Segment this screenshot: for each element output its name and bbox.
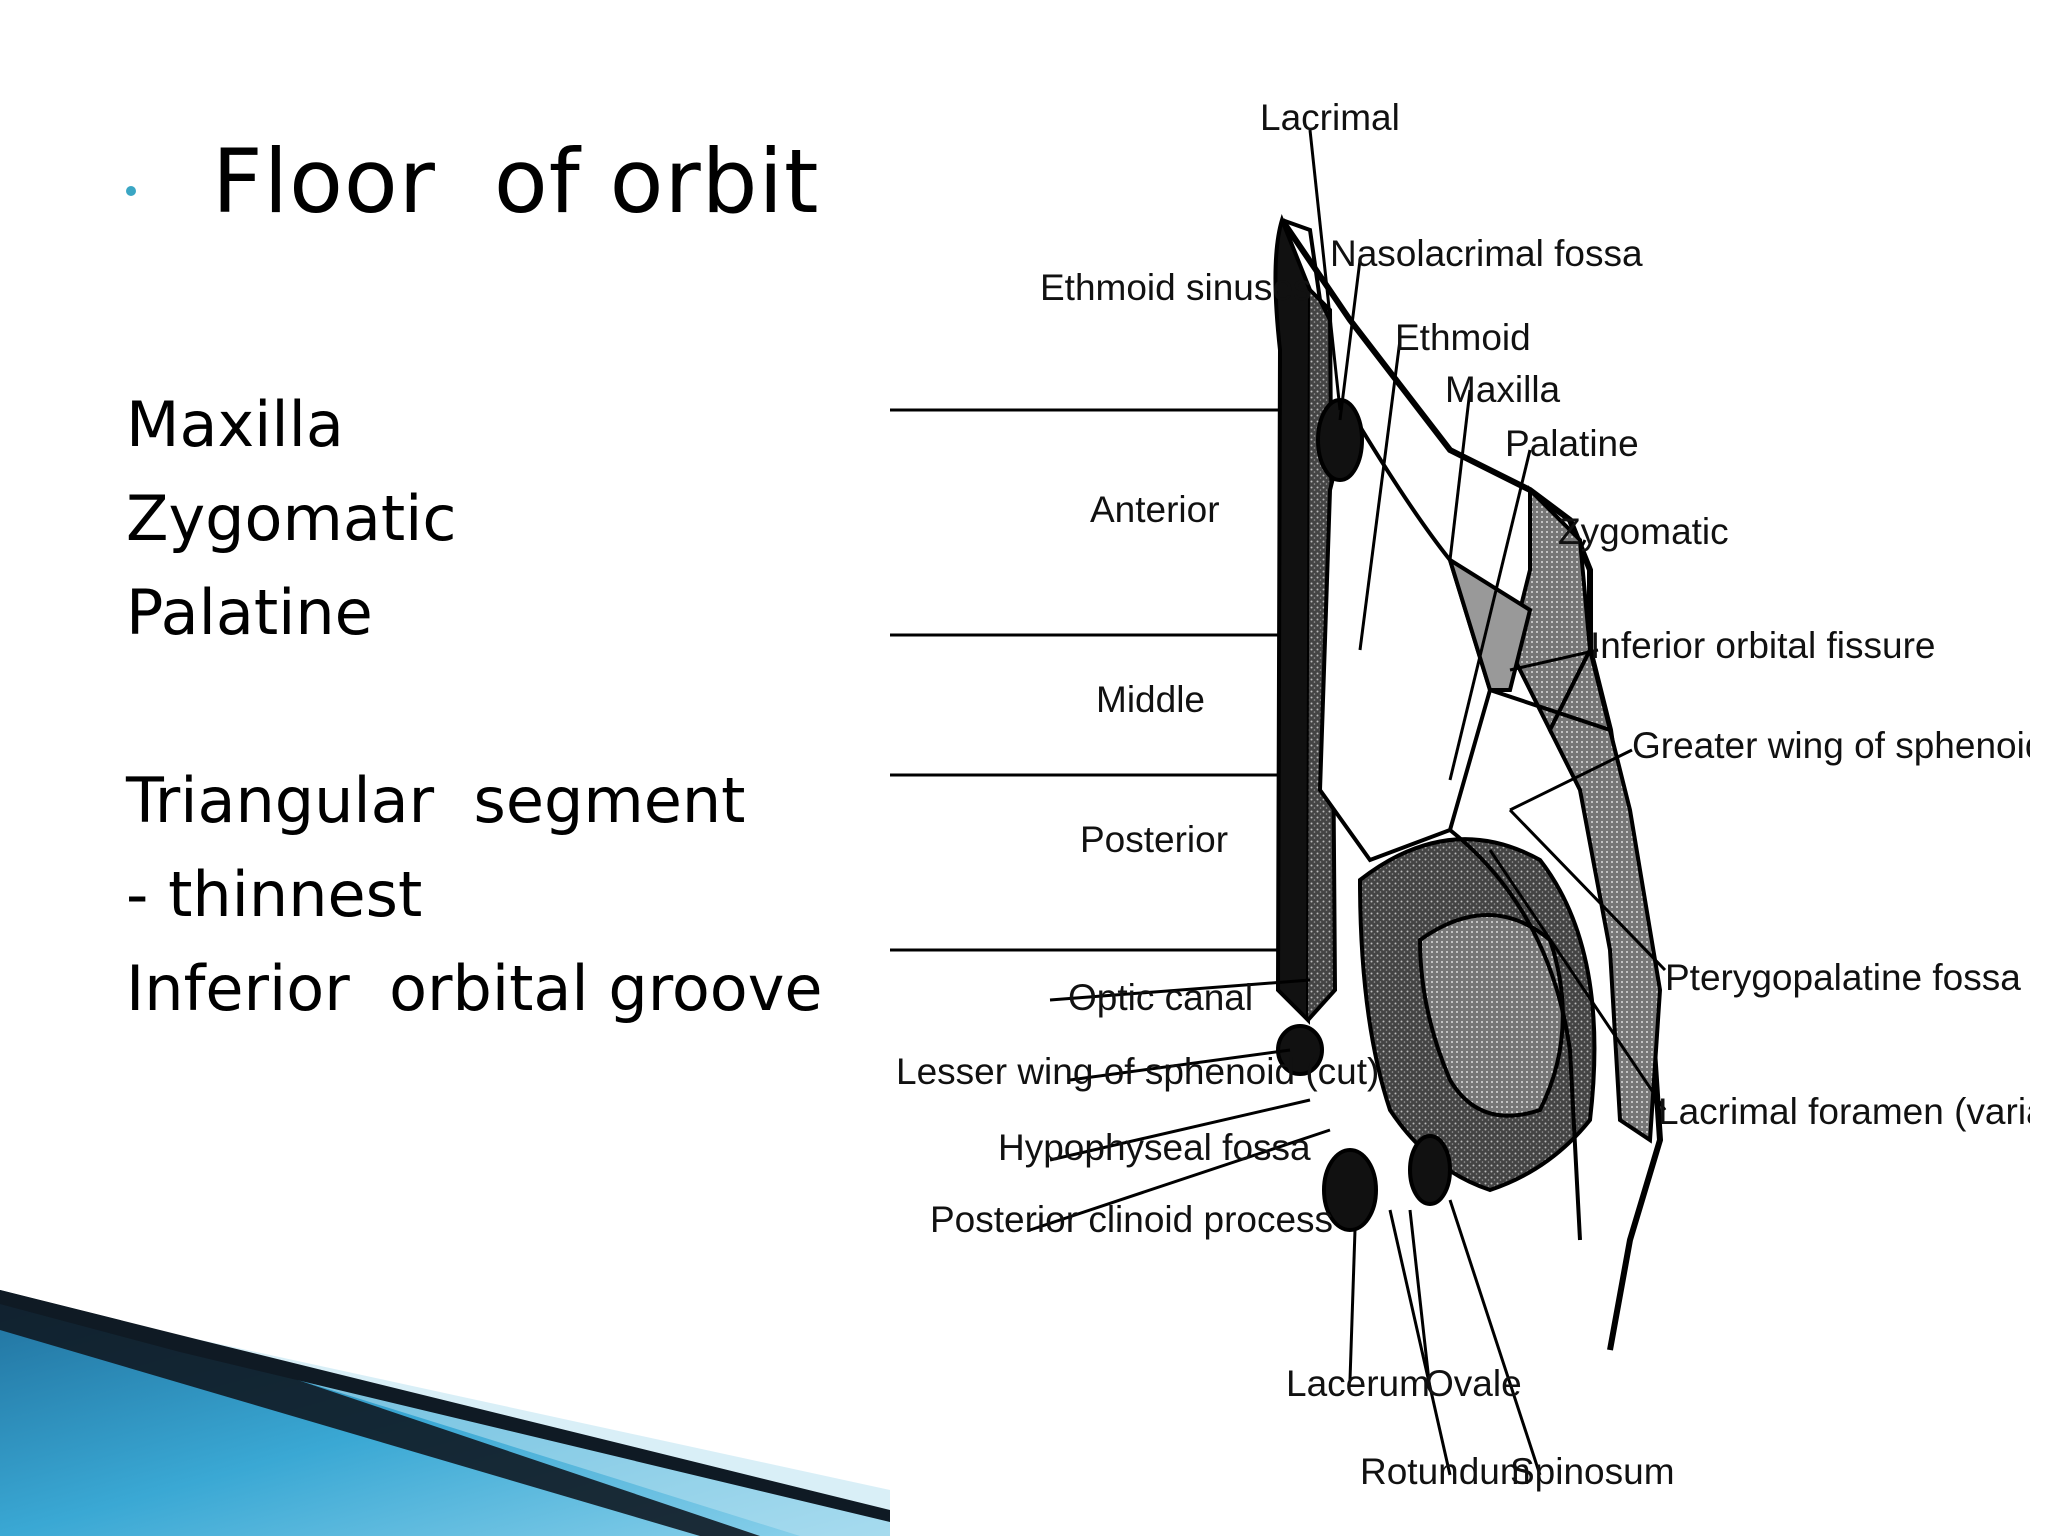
label-lacerum: Lacerum (1286, 1363, 1430, 1404)
label-inferior-orbital-fissure: Inferior orbital fissure (1590, 625, 1935, 666)
slide-title: Floor of orbit (212, 130, 820, 233)
label-zygomatic: Zygomatic (1558, 511, 1729, 552)
bone-structure (1273, 213, 1664, 1351)
line-maxilla: Maxilla (126, 388, 344, 461)
label-lacrimal-foramen: Lacrimal foramen (variable) (1658, 1091, 2030, 1132)
line-blank (126, 660, 823, 754)
label-anterior: Anterior (1090, 489, 1220, 530)
label-ethmoid: Ethmoid (1395, 317, 1531, 358)
label-optic-canal: Optic canal (1068, 977, 1253, 1018)
label-ethmoid-sinuses: Ethmoid sinuses (1040, 267, 1311, 308)
line-zygomatic: Zygomatic (126, 482, 457, 555)
diagram-labels: Lacrimal Nasolacrimal fossa Ethmoid sinu… (896, 97, 2030, 1492)
label-palatine: Palatine (1505, 423, 1639, 464)
label-posterior-clinoid: Posterior clinoid process (930, 1199, 1333, 1240)
label-lacrimal: Lacrimal (1260, 97, 1400, 138)
label-spinosum: Spinosum (1510, 1451, 1675, 1492)
decorative-swoosh (0, 1290, 890, 1536)
title-bullet (126, 186, 136, 196)
label-pterygopalatine-fossa: Pterygopalatine fossa (1665, 957, 2021, 998)
label-ovale: Ovale (1425, 1363, 1522, 1404)
orbit-floor-diagram: Lacrimal Nasolacrimal fossa Ethmoid sinu… (890, 97, 2030, 1492)
label-greater-wing: Greater wing of sphenoid (1632, 725, 2030, 766)
line-triangular-segment: Triangular segment (126, 764, 746, 837)
line-palatine: Palatine (126, 576, 373, 649)
leader-lines (890, 129, 1667, 1476)
label-posterior: Posterior (1080, 819, 1228, 860)
label-middle: Middle (1096, 679, 1205, 720)
label-lesser-wing: Lesser wing of sphenoid (cut) (896, 1051, 1379, 1092)
line-inferior-orbital-groove: Inferior orbital groove (126, 952, 823, 1025)
label-maxilla: Maxilla (1445, 369, 1561, 410)
label-nasolacrimal-fossa: Nasolacrimal fossa (1330, 233, 1643, 274)
label-rotundum: Rotundum (1360, 1451, 1531, 1492)
line-thinnest: - thinnest (126, 858, 423, 931)
label-hypophyseal-fossa: Hypophyseal fossa (998, 1127, 1311, 1168)
body-text: Maxilla Zygomatic Palatine Triangular se… (126, 378, 823, 1036)
